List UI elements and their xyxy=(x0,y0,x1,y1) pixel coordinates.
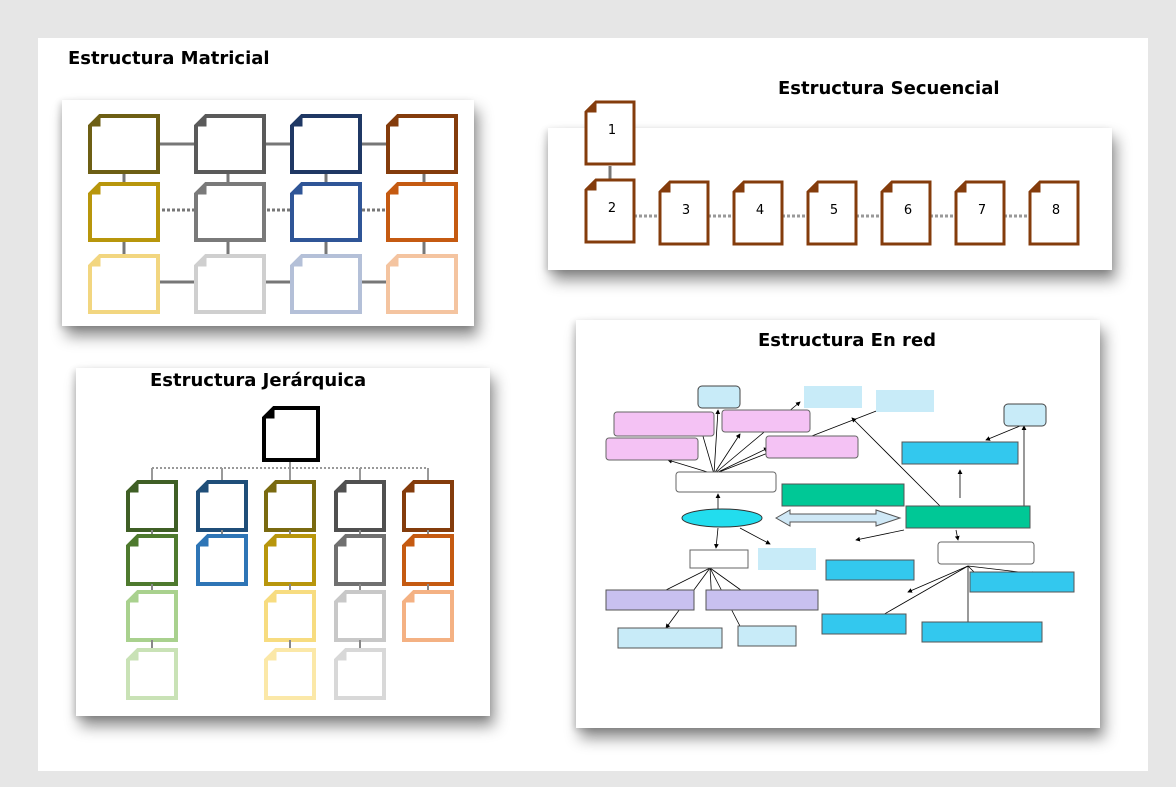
seq-node-8: 8 xyxy=(1028,180,1080,246)
seq-node-label: 8 xyxy=(1052,203,1060,218)
matrix-node xyxy=(290,254,362,314)
matrix-node xyxy=(386,254,458,314)
title-matricial: Estructura Matricial xyxy=(68,48,270,69)
matrix-node xyxy=(290,182,362,242)
matrix-node xyxy=(194,254,266,314)
network-box xyxy=(765,435,859,459)
double-arrow xyxy=(774,509,902,527)
hier-node xyxy=(402,480,454,532)
network-box xyxy=(901,441,1019,465)
network-ellipse xyxy=(681,508,763,528)
seq-node-1: 1 xyxy=(584,100,636,166)
seq-node-label: 4 xyxy=(756,203,764,218)
network-box xyxy=(937,541,1035,565)
network-box xyxy=(804,386,862,408)
network-box xyxy=(758,548,816,570)
network-box xyxy=(605,437,699,461)
hier-node xyxy=(264,648,316,700)
matrix-node xyxy=(290,114,362,174)
hier-node xyxy=(334,648,386,700)
matrix-node xyxy=(386,182,458,242)
matrix-node xyxy=(386,114,458,174)
seq-node-label: 6 xyxy=(904,203,912,218)
panel-matricial xyxy=(62,100,474,326)
network-box xyxy=(689,549,749,569)
seq-node-label: 2 xyxy=(608,201,616,216)
network-box xyxy=(876,390,934,412)
seq-node-5: 5 xyxy=(806,180,858,246)
network-box xyxy=(697,385,741,409)
network-box xyxy=(737,625,797,647)
seq-node-6: 6 xyxy=(880,180,932,246)
seq-node-label: 3 xyxy=(682,203,690,218)
network-box xyxy=(921,621,1043,643)
matrix-node xyxy=(88,182,160,242)
title-secuencial: Estructura Secuencial xyxy=(778,78,1000,99)
matrix-diagram xyxy=(88,114,458,314)
hier-node xyxy=(126,480,178,532)
network-box xyxy=(605,589,695,611)
seq-node-4: 4 xyxy=(732,180,784,246)
matrix-node xyxy=(88,114,160,174)
network-box xyxy=(1003,403,1047,427)
network-box xyxy=(905,505,1031,529)
hier-root-node xyxy=(262,406,320,462)
title-jerarquica: Estructura Jerárquica xyxy=(150,370,367,391)
network-box xyxy=(821,613,907,635)
network-box xyxy=(781,483,905,507)
title-red: Estructura En red xyxy=(758,330,937,351)
network-box xyxy=(613,411,715,437)
hier-node xyxy=(402,590,454,642)
seq-node-label: 1 xyxy=(608,123,616,138)
hier-node xyxy=(126,648,178,700)
network-box xyxy=(617,627,723,649)
network-box xyxy=(705,589,819,611)
seq-node-2: 2 xyxy=(584,178,636,244)
network-box xyxy=(675,471,777,493)
seq-node-3: 3 xyxy=(658,180,710,246)
network-box xyxy=(969,571,1075,593)
seq-node-label: 5 xyxy=(830,203,838,218)
network-box xyxy=(825,559,915,581)
matrix-node xyxy=(88,254,160,314)
seq-node-7: 7 xyxy=(954,180,1006,246)
matrix-node xyxy=(194,114,266,174)
network-box xyxy=(721,409,811,433)
seq-node-label: 7 xyxy=(978,203,986,218)
hier-node xyxy=(196,534,248,586)
matrix-node xyxy=(194,182,266,242)
